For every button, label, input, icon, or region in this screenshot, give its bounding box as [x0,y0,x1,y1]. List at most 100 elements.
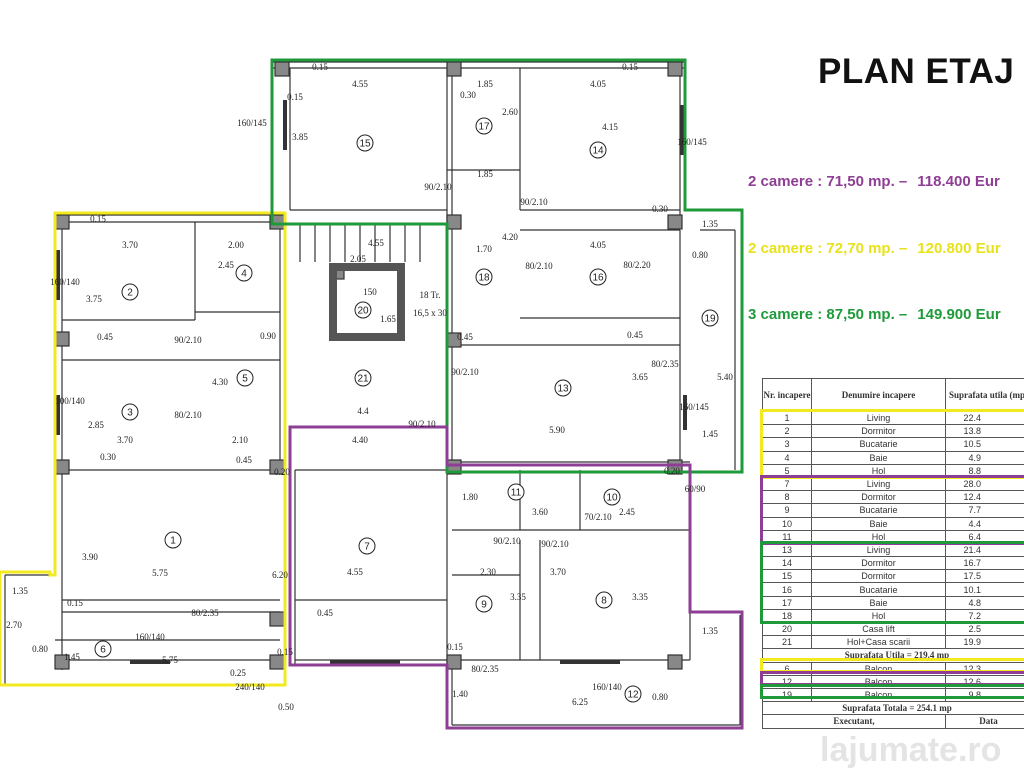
dimension-label: 1.70 [476,244,492,254]
column [447,655,461,669]
column [270,612,284,626]
dimension-label: 90/2.10 [174,335,202,345]
cell-name: Balcon [812,675,946,688]
dimension-label: 1.35 [12,586,28,596]
room-number: 12 [627,690,639,701]
dimension-label: 1.45 [64,652,80,662]
dimension-label: 160/140 [592,682,622,692]
cell-nr: 16 [763,583,812,596]
dimension-label: 6.25 [572,697,588,707]
grand-total: Suprafata Totala = 254.1 mp [763,702,1024,715]
cell-nr: 9 [763,504,812,517]
room-number: 14 [592,146,604,157]
offer-2-camere-72: 2 camere : 72,70 mp. –120.800 Eur [748,240,1001,257]
cell-name: Baie [812,517,946,530]
useful-total: Suprafata Utila = 219.4 mp [763,649,1024,662]
dimension-label: 4.55 [352,79,368,89]
cell-nr: 21 [763,636,812,649]
cell-name: Hol [812,464,946,477]
dimension-label: 90/2.10 [520,197,548,207]
cell-area: 12.4 [946,491,1024,504]
dimension-label: 0.45 [236,455,252,465]
cell-name: Dormitor [812,491,946,504]
cell-area: 4.9 [946,451,1024,464]
cell-name: Hol+Casa scarii [812,636,946,649]
dimension-label: 0.30 [100,452,116,462]
room-number: 2 [127,288,133,299]
cell-name: Hol [812,609,946,622]
dimension-label: 80/2.10 [525,261,553,271]
dimension-label: 3.35 [632,592,648,602]
dimension-label: 160/140 [50,277,80,287]
header-nr: Nr. incapere [763,379,812,412]
dimension-label: 4.15 [602,122,618,132]
cell-name: Living [812,477,946,490]
dimension-label: 160/145 [677,137,707,147]
dimension-label: 1.35 [702,626,718,636]
cell-area: 7.7 [946,504,1024,517]
dimension-label: 80/2.35 [471,664,499,674]
dimension-label: 0.45 [457,332,473,342]
cell-name: Baie [812,596,946,609]
cell-nr: 5 [763,464,812,477]
column [668,655,682,669]
cell-area: 16.7 [946,557,1024,570]
cell-area: 9.8 [946,688,1024,701]
dimension-label: 1.85 [477,169,493,179]
dimension-label: 4.4 [357,406,369,416]
dimension-label: 2.10 [232,435,248,445]
dimension-label: 2.30 [480,567,496,577]
column [270,655,284,669]
room-number: 16 [592,273,604,284]
cell-name: Hol [812,530,946,543]
cell-nr: 14 [763,557,812,570]
room-number: 5 [242,374,248,385]
offer-3-camere: 3 camere : 87,50 mp. –149.900 Eur [748,306,1001,323]
cell-area: 10.1 [946,583,1024,596]
dimension-label: 3.65 [632,372,648,382]
dimension-label: 80/2.10 [174,410,202,420]
dimension-label: 2.60 [502,107,518,117]
room-number: 15 [359,139,371,150]
dimension-label: 2.45 [619,507,635,517]
dimension-label: 90/2.10 [451,367,479,377]
dimension-label: 150 [363,287,377,297]
room-number: 20 [357,306,369,317]
dimension-label: 0.15 [277,647,293,657]
cell-nr: 4 [763,451,812,464]
room-number: 19 [704,314,716,325]
cell-name: Balcon [812,662,946,675]
column [447,215,461,229]
dimension-label: 80/2.20 [623,260,651,270]
rooms-table: Nr. incapere Denumire incapere Suprafata… [762,378,1024,729]
dimension-label: 0.15 [312,62,328,72]
dimension-label: 90/2.10 [541,539,569,549]
cell-name: Bucatarie [812,438,946,451]
apartment-outline-yellow [0,213,285,685]
room-number: 1 [170,536,176,547]
dimension-label: 60/90 [685,484,706,494]
room-number: 4 [241,269,247,280]
cell-area: 12.6 [946,675,1024,688]
dimension-label: 3.85 [292,132,308,142]
dimension-label: 3.90 [82,552,98,562]
dimension-label: 160/145 [679,402,709,412]
cell-nr: 11 [763,530,812,543]
cell-name: Living [812,412,946,425]
dimension-label: 70/2.10 [584,512,612,522]
column [275,62,289,76]
dimension-label: 0.20 [274,467,290,477]
cell-area: 4.4 [946,517,1024,530]
dimension-label: 0.80 [652,692,668,702]
offer-price: 120.800 Eur [917,240,1000,257]
dimension-label: 0.20 [664,466,680,476]
cell-name: Bucatarie [812,504,946,517]
dimension-label: 3.35 [510,592,526,602]
dimension-label: 4.55 [347,567,363,577]
table-header: Nr. incapere Denumire incapere Suprafata… [763,379,1024,412]
